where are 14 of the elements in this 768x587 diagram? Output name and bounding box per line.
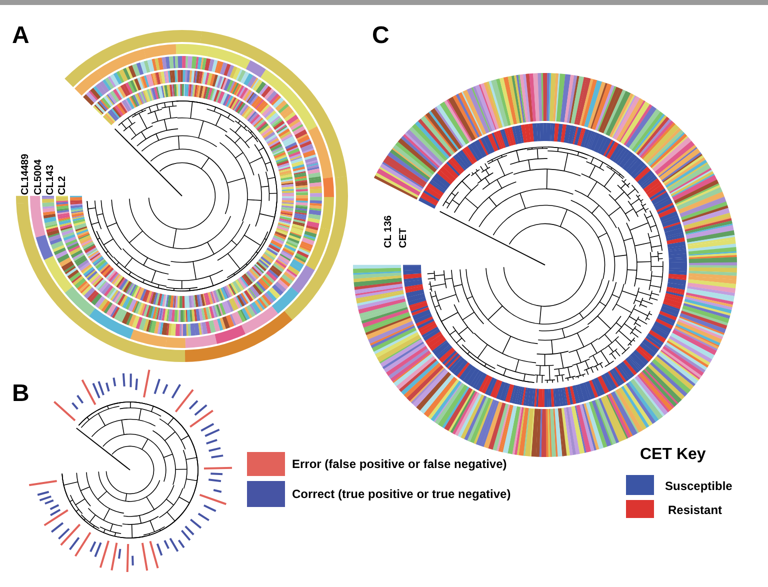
ring-label: CL2 [57, 176, 68, 195]
legend-label: Resistant [668, 503, 722, 517]
legend-heading: CET Key [640, 446, 706, 464]
ring-label: CL143 [45, 164, 56, 195]
ring-label: CL 136 [383, 215, 394, 248]
legend-label: Susceptible [665, 479, 732, 493]
legend-label: Correct (true positive or true negative) [292, 487, 511, 501]
panel-letter: A [12, 22, 30, 50]
panel-letter: B [12, 380, 30, 408]
ring-label: CL14489 [20, 154, 31, 195]
ring-label: CET [398, 228, 409, 248]
panel-letter: C [372, 22, 390, 50]
ring-label: CL5004 [33, 159, 44, 195]
legend-label: Error (false positive or false negative) [292, 457, 507, 471]
